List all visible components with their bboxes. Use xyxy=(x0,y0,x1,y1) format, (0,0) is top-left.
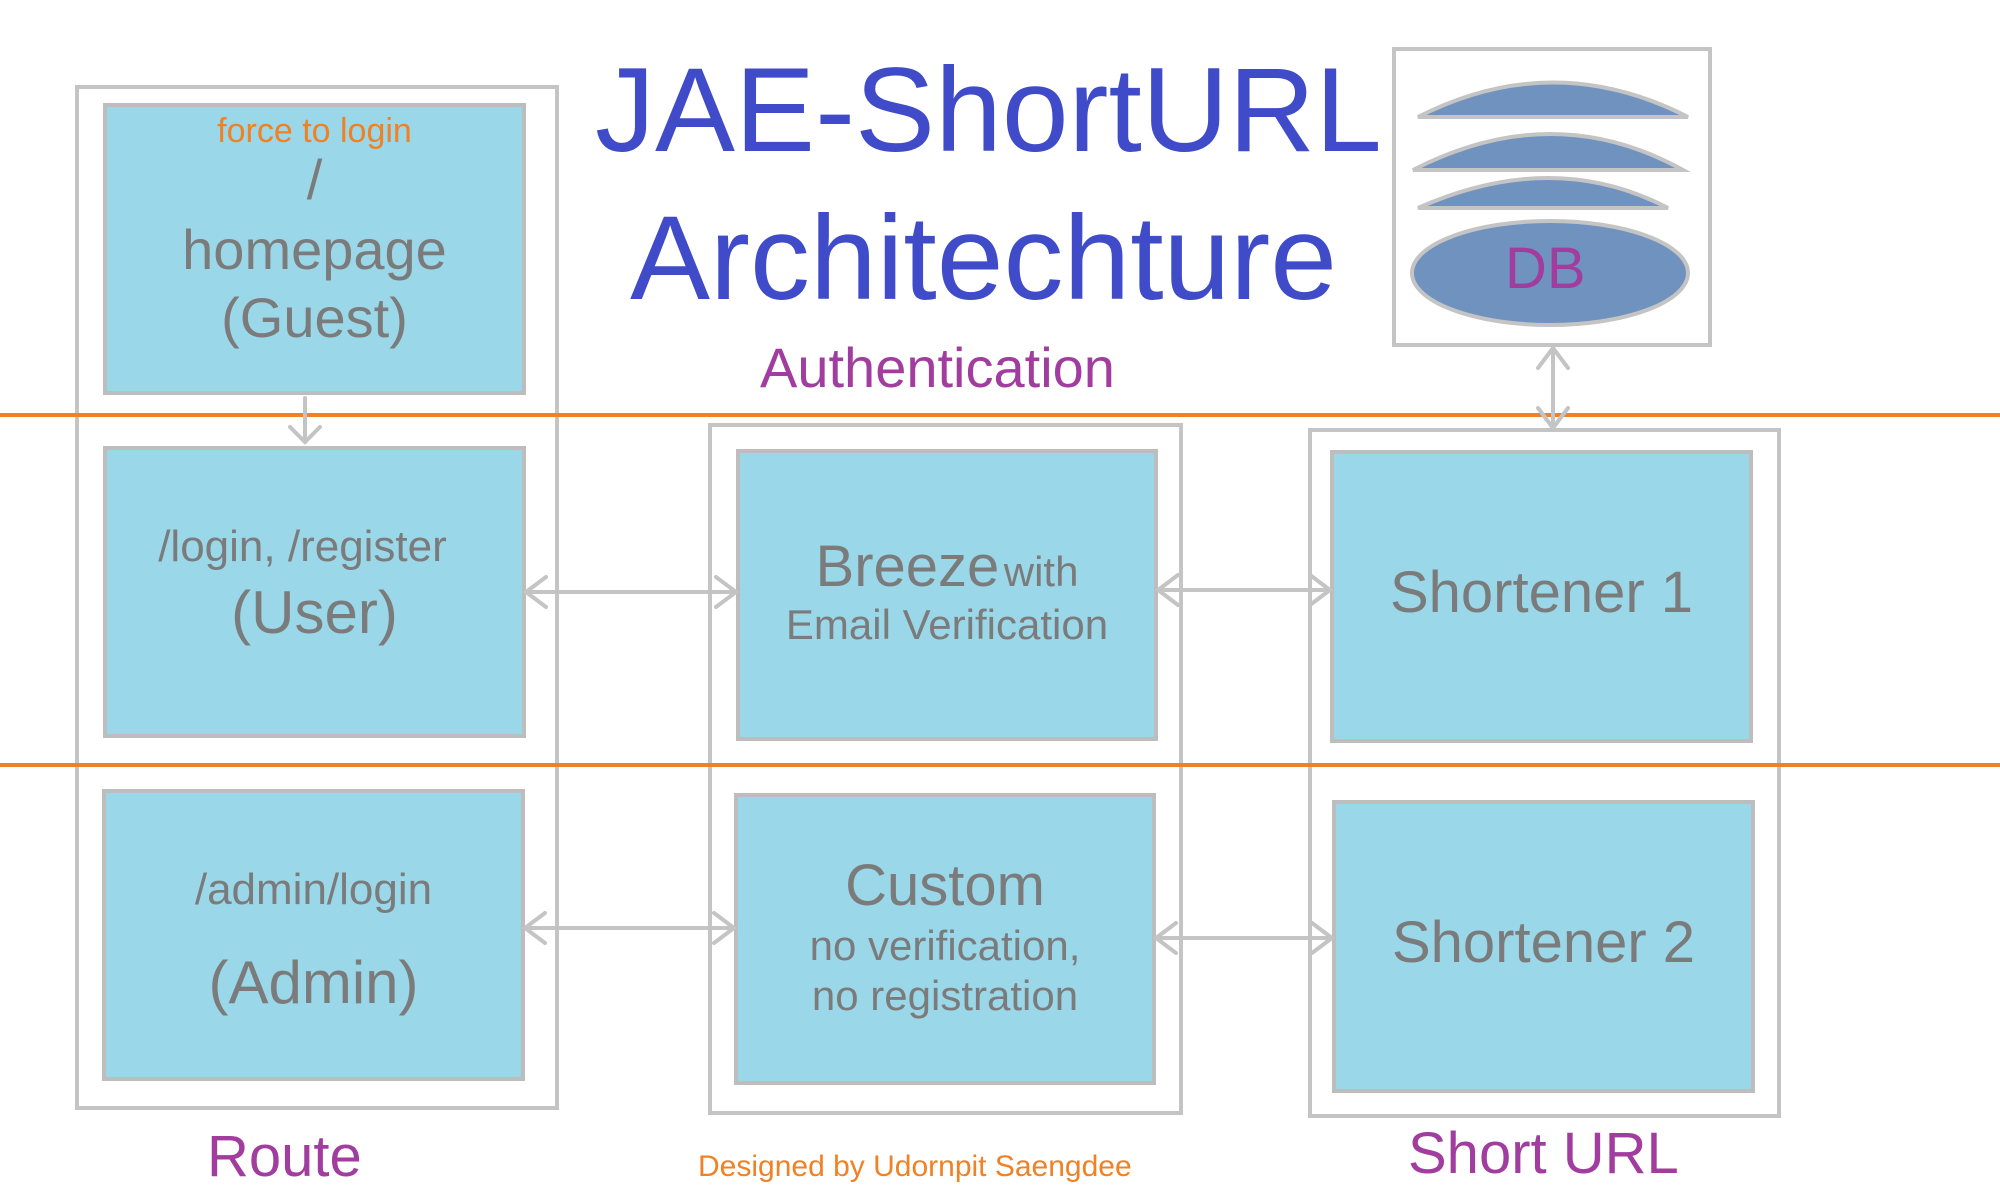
custom-shortener2-arrow xyxy=(1152,921,1336,955)
admin-custom-arrow xyxy=(521,911,738,945)
custom-detail-2: no registration xyxy=(811,972,1079,1019)
shortener-2-box: Shortener 2 xyxy=(1332,800,1755,1093)
db-label: DB xyxy=(1505,236,1586,301)
admin-role: (Admin) xyxy=(208,949,419,1016)
diagram-title-line1: JAE-ShortURL xyxy=(595,43,1382,177)
route-admin-box: /admin/login (Admin) xyxy=(102,789,525,1081)
db-shortener-arrow xyxy=(1536,344,1570,432)
shortener-1-label: Shortener 1 xyxy=(1389,560,1694,625)
route-column-label: Route xyxy=(207,1124,362,1189)
guest-path: / xyxy=(306,148,323,211)
guest-role: (Guest) xyxy=(221,286,408,349)
route-column-frame xyxy=(75,85,559,1110)
custom-title: Custom xyxy=(845,853,1045,918)
guest-to-user-arrow xyxy=(288,396,322,445)
db-disk-2 xyxy=(1412,132,1684,172)
user-role: (User) xyxy=(231,579,398,646)
shorturl-column-label: Short URL xyxy=(1408,1121,1679,1186)
db-disk-3 xyxy=(1417,176,1669,210)
breeze-title: Breeze with xyxy=(740,533,1154,600)
breeze-shortener1-arrow xyxy=(1154,573,1334,607)
shortener-2-label: Shortener 2 xyxy=(1391,910,1696,975)
route-user-box: /login, /register (User) xyxy=(103,446,526,738)
breeze-auth-box: Breeze with Email Verification xyxy=(736,449,1158,741)
guest-page-name: homepage xyxy=(182,218,447,281)
db-frame xyxy=(1392,47,1712,347)
database-icon xyxy=(1410,80,1690,327)
auth-column-frame xyxy=(708,423,1183,1115)
db-base-disk xyxy=(1410,219,1690,327)
breeze-with: with xyxy=(1003,548,1079,595)
custom-auth-box: Custom no verification, no registration xyxy=(734,793,1156,1085)
breeze-detail: Email Verification xyxy=(785,601,1109,648)
route-guest-box: force to login / homepage (Guest) xyxy=(103,103,526,395)
authentication-layer-line xyxy=(0,413,2000,417)
shorturl-layer-line xyxy=(0,763,2000,767)
authentication-layer-label: Authentication xyxy=(760,336,1115,399)
shorturl-column-frame xyxy=(1308,428,1781,1118)
db-disk-1 xyxy=(1417,80,1689,119)
designer-credit: Designed by Udornpit Saengdee xyxy=(698,1150,1132,1183)
shortener-1-box: Shortener 1 xyxy=(1330,450,1753,743)
force-login-note: force to login xyxy=(217,112,412,150)
custom-detail-1: no verification, xyxy=(809,922,1081,969)
admin-path: /admin/login xyxy=(194,865,433,914)
breeze-name: Breeze xyxy=(815,534,1000,599)
diagram-title-line2: Architechture xyxy=(630,191,1337,325)
user-breeze-arrow xyxy=(522,575,740,609)
user-path: /login, /register xyxy=(158,522,447,571)
